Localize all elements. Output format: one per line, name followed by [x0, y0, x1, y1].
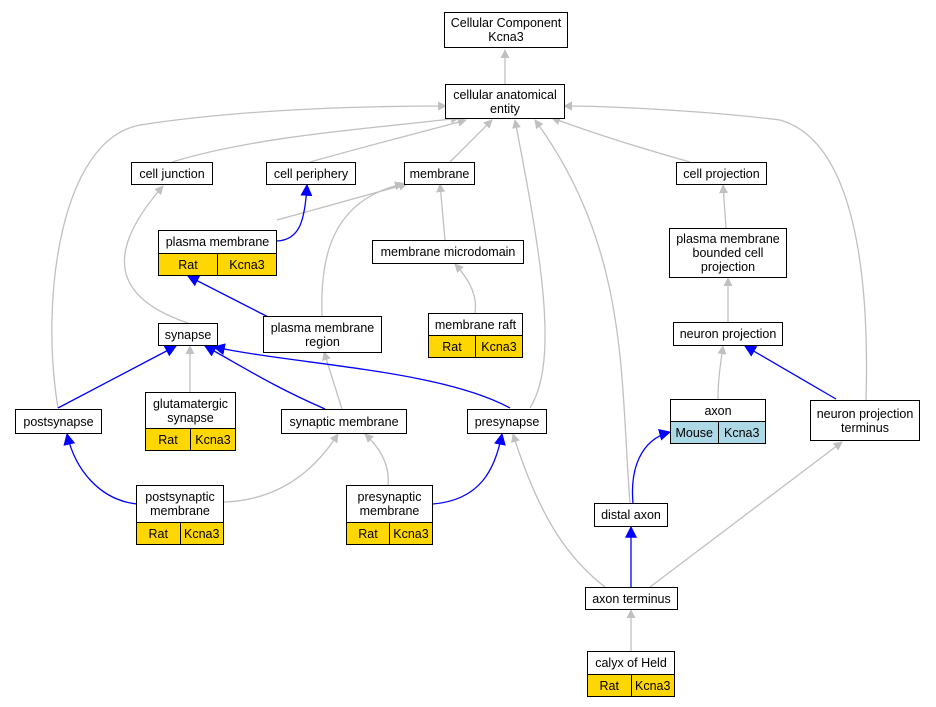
node-label: presynapse — [474, 414, 540, 429]
species-cell: Rat — [159, 254, 217, 275]
node-presynapse[interactable]: presynapse — [467, 409, 547, 434]
node-membrane-raft[interactable]: membrane raft Rat Kcna3 — [428, 313, 523, 358]
node-cell-periphery[interactable]: cell periphery — [266, 162, 356, 185]
node-label: plasma membrane bounded cell projection — [676, 232, 780, 274]
node-label: glutamatergic synapse — [152, 396, 229, 425]
node-label: axon terminus — [592, 591, 671, 606]
node-label: plasma membrane — [165, 235, 270, 249]
node-label: membrane — [409, 166, 470, 181]
node-cell-projection[interactable]: cell projection — [676, 162, 767, 185]
node-label: neuron projection — [679, 327, 777, 341]
node-synapse[interactable]: synapse — [158, 323, 218, 346]
node-label: synaptic membrane — [289, 414, 399, 429]
annotation-row: Rat Kcna3 — [137, 522, 223, 544]
node-synaptic-membrane[interactable]: synaptic membrane — [281, 409, 407, 434]
edge-npt-to-cae — [563, 101, 868, 401]
node-plasma-membrane-bounded-cell-projection[interactable]: plasma membrane bounded cell projection — [669, 228, 787, 278]
edge-axonterminus-to-presynapse — [511, 433, 606, 588]
edge-synapse-to-celljunction — [123, 185, 189, 324]
node-label: plasma membrane region — [270, 320, 375, 349]
annotation-row: Rat Kcna3 — [588, 674, 674, 696]
node-label: distal axon — [601, 508, 661, 522]
node-distal-axon[interactable]: distal axon — [594, 503, 668, 527]
edge-plasmamembrane-to-membrane — [276, 181, 408, 221]
node-postsynapse[interactable]: postsynapse — [15, 409, 102, 434]
annotation-row: Rat Kcna3 — [347, 522, 432, 544]
node-axon-terminus[interactable]: axon terminus — [585, 587, 678, 610]
node-label: membrane raft — [434, 317, 517, 332]
edge-axonterminus-to-npt — [649, 441, 843, 588]
annotation-row: Rat Kcna3 — [429, 335, 522, 357]
edge-axon-to-neuronprojection — [717, 345, 727, 400]
annotation-row: Mouse Kcna3 — [671, 421, 765, 443]
edge-pmregion-to-membrane — [321, 181, 404, 317]
gene-cell: Kcna3 — [389, 523, 432, 544]
node-cellular-anatomical-entity[interactable]: cellular anatomical entity — [445, 84, 565, 119]
node-label: postsynaptic membrane — [145, 490, 215, 518]
node-label: cell projection — [683, 166, 760, 181]
node-glutamatergic-synapse[interactable]: glutamatergic synapse Rat Kcna3 — [145, 392, 236, 451]
node-plasma-membrane[interactable]: plasma membrane Rat Kcna3 — [158, 230, 277, 276]
edge-presynapse-to-synapse — [212, 343, 511, 409]
node-axon[interactable]: axon Mouse Kcna3 — [670, 399, 766, 444]
node-label: Cellular Component Kcna3 — [450, 16, 562, 44]
edge-presynmembrane-to-synapticmembrane — [364, 433, 389, 486]
node-label: neuron projection terminus — [816, 406, 914, 435]
edge-celljunction-to-cae — [171, 114, 460, 163]
node-label: synapse — [164, 327, 212, 342]
edge-postsynapse-to-cae — [51, 101, 447, 409]
edge-npt-to-neuronprojection — [743, 345, 837, 400]
edge-pmregion-to-plasmamembrane — [186, 275, 275, 321]
node-label: cell periphery — [273, 166, 349, 181]
edge-postsynapse-to-synapse — [57, 345, 178, 409]
node-label: calyx of Held — [595, 656, 667, 670]
node-cellular-component-kcna3[interactable]: Cellular Component Kcna3 — [444, 12, 568, 48]
node-calyx-of-held[interactable]: calyx of Held Rat Kcna3 — [587, 651, 675, 697]
edge-pmbcp-to-cellprojection — [719, 184, 729, 229]
species-cell: Rat — [429, 336, 475, 357]
edge-cellperiphery-to-cae — [309, 117, 467, 163]
species-cell: Rat — [137, 523, 180, 544]
gene-cell: Kcna3 — [190, 429, 235, 450]
node-label: axon — [704, 403, 732, 418]
edge-membraneraft-to-microdomain — [454, 263, 477, 314]
node-label: presynaptic membrane — [357, 490, 422, 518]
edge-distalaxon-to-axon — [631, 428, 672, 504]
edge-cellprojection-to-cae — [551, 116, 691, 163]
species-cell: Rat — [588, 675, 631, 696]
edge-distalaxon-to-cae — [534, 119, 631, 504]
gene-cell: Kcna3 — [179, 523, 223, 544]
edge-postsynmembrane-to-synapticmembrane — [223, 433, 339, 503]
edge-membrane-to-cae — [449, 119, 493, 163]
node-label: cell junction — [139, 166, 205, 181]
species-cell: Mouse — [671, 422, 718, 443]
gene-cell: Kcna3 — [475, 336, 522, 357]
node-plasma-membrane-region[interactable]: plasma membrane region — [263, 316, 382, 353]
node-label: postsynapse — [23, 414, 94, 429]
gene-cell: Kcna3 — [217, 254, 276, 275]
node-membrane-microdomain[interactable]: membrane microdomain — [372, 240, 524, 264]
edge-membranemicrodomain-to-membrane — [436, 183, 446, 241]
node-label: cellular anatomical entity — [453, 87, 557, 116]
annotation-row: Rat Kcna3 — [159, 253, 276, 275]
species-cell: Rat — [347, 523, 389, 544]
edge-synapticmembrane-to-pmregion — [322, 351, 343, 410]
edge-plasmamembrane-to-cellperiphery — [276, 183, 313, 242]
node-membrane[interactable]: membrane — [404, 162, 475, 185]
edge-presynapse-to-cae — [512, 119, 546, 409]
annotation-row: Rat Kcna3 — [146, 428, 235, 450]
species-cell: Rat — [146, 429, 190, 450]
edge-postsynmembrane-to-postsynapse — [63, 432, 138, 505]
node-cell-junction[interactable]: cell junction — [131, 162, 213, 185]
gene-cell: Kcna3 — [630, 675, 674, 696]
node-label: membrane microdomain — [380, 245, 516, 259]
gene-cell: Kcna3 — [717, 422, 765, 443]
node-presynaptic-membrane[interactable]: presynaptic membrane Rat Kcna3 — [346, 485, 433, 545]
edge-presynmembrane-to-presynapse — [432, 432, 506, 505]
node-postsynaptic-membrane[interactable]: postsynaptic membrane Rat Kcna3 — [136, 485, 224, 545]
node-neuron-projection-terminus[interactable]: neuron projection terminus — [810, 400, 920, 441]
node-neuron-projection[interactable]: neuron projection — [673, 322, 783, 346]
